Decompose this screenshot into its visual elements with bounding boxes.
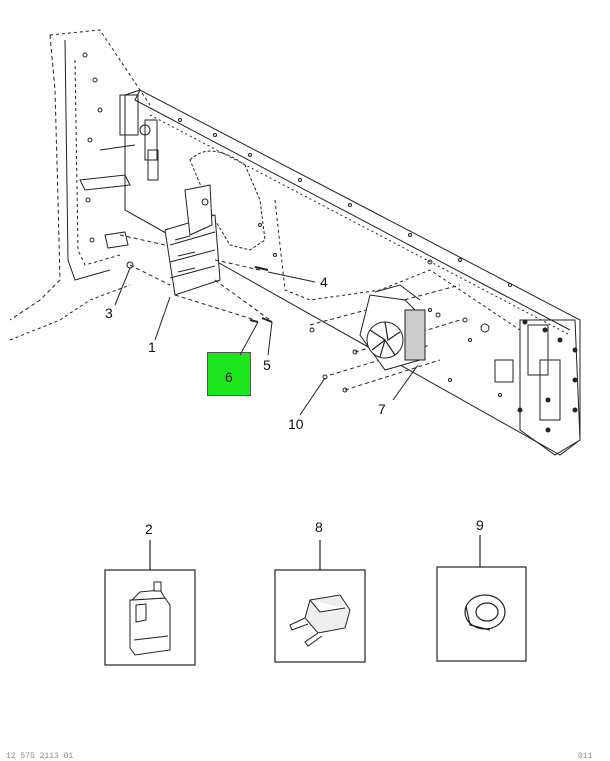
callout-6[interactable]: 6	[225, 369, 233, 385]
callout-1[interactable]: 1	[148, 339, 156, 355]
part-4-screw	[254, 266, 269, 271]
callout-3[interactable]: 3	[105, 305, 113, 321]
cab-wall-outline	[49, 29, 151, 106]
callout-9[interactable]: 9	[476, 517, 484, 533]
callout-7[interactable]: 7	[378, 401, 386, 417]
part-5-screw	[261, 317, 273, 323]
part-9-grommet	[464, 594, 506, 631]
part-8-fuse	[289, 594, 351, 647]
end-bracket	[519, 319, 581, 456]
footer-right-code: 011	[578, 752, 593, 761]
footer-left-code: 12 575 2113 01	[6, 752, 74, 761]
callout-4[interactable]: 4	[320, 274, 328, 290]
callout-10[interactable]: 10	[288, 416, 304, 432]
part-9-box	[436, 566, 527, 662]
callout-2[interactable]: 2	[145, 521, 153, 537]
part-2-box	[104, 569, 196, 666]
part-2-jug	[129, 581, 171, 656]
part-8-box	[274, 569, 366, 663]
callout-8[interactable]: 8	[315, 519, 323, 535]
callout-5[interactable]: 5	[263, 357, 271, 373]
selected-part-highlight[interactable]	[207, 352, 251, 396]
part-6-screw	[249, 319, 259, 323]
